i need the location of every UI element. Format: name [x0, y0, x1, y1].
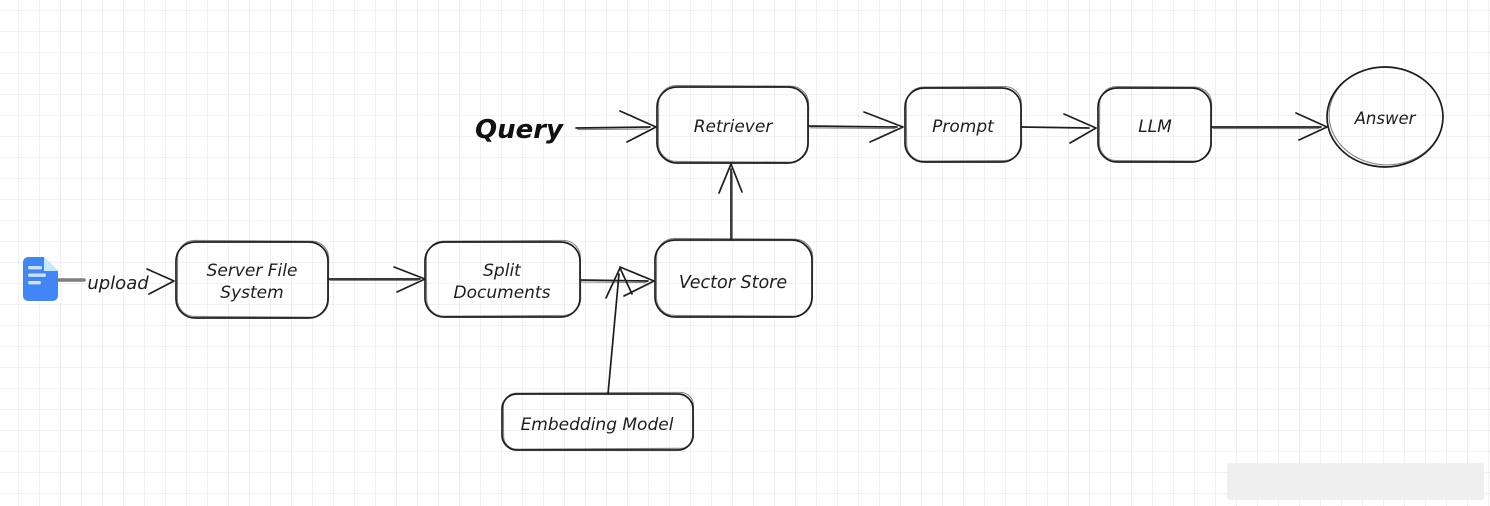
node-vector-store[interactable]: Vector Store: [654, 237, 814, 318]
node-label: Documents: [454, 283, 551, 303]
node-label: LLM: [1138, 117, 1172, 137]
query-label: Query: [475, 115, 564, 145]
arrowhead: [619, 266, 655, 297]
edge-llm-to-answer[interactable]: [1210, 112, 1328, 141]
edge-document-to-server[interactable]: upload: [56, 268, 175, 295]
document-icon: [23, 257, 58, 301]
arrowhead: [1063, 113, 1097, 144]
document-icon-lines: [28, 266, 46, 285]
edge-query-to-retriever[interactable]: [575, 110, 657, 143]
arrowhead: [718, 163, 743, 194]
arrowhead: [1295, 112, 1328, 141]
edge-prompt-to-llm[interactable]: [1020, 113, 1097, 144]
node-query[interactable]: Query: [475, 115, 564, 145]
node-document[interactable]: [23, 257, 58, 301]
edge-label-upload: upload: [87, 273, 149, 294]
node-label: Vector Store: [679, 273, 787, 293]
node-label: Prompt: [932, 117, 995, 137]
node-answer[interactable]: Answer: [1326, 64, 1446, 168]
arrowhead: [863, 111, 904, 143]
node-prompt[interactable]: Prompt: [904, 85, 1023, 163]
arrowhead: [605, 267, 633, 299]
edge-vector-to-retriever[interactable]: [718, 163, 743, 241]
node-server-file-system[interactable]: Server File System: [175, 239, 330, 319]
node-label: Answer: [1354, 109, 1417, 128]
edge-embedding-to-vector-edge[interactable]: [605, 267, 633, 395]
arrowhead: [146, 268, 175, 295]
document-icon-fold: [44, 257, 58, 271]
node-retriever[interactable]: Retriever: [656, 84, 810, 164]
arrowhead: [619, 110, 657, 143]
node-llm[interactable]: LLM: [1097, 85, 1213, 163]
node-label: System: [220, 283, 283, 303]
node-label: Split: [483, 261, 522, 281]
watermark-panel: [1227, 463, 1484, 500]
node-label: Retriever: [694, 117, 774, 137]
node-label: Embedding Model: [521, 415, 674, 435]
node-split-documents[interactable]: Split Documents: [424, 239, 582, 318]
edge-server-to-split[interactable]: [327, 266, 426, 293]
node-label: Server File: [207, 261, 298, 281]
edge-retriever-to-prompt[interactable]: [807, 111, 904, 143]
node-embedding-model[interactable]: Embedding Model: [501, 391, 695, 451]
